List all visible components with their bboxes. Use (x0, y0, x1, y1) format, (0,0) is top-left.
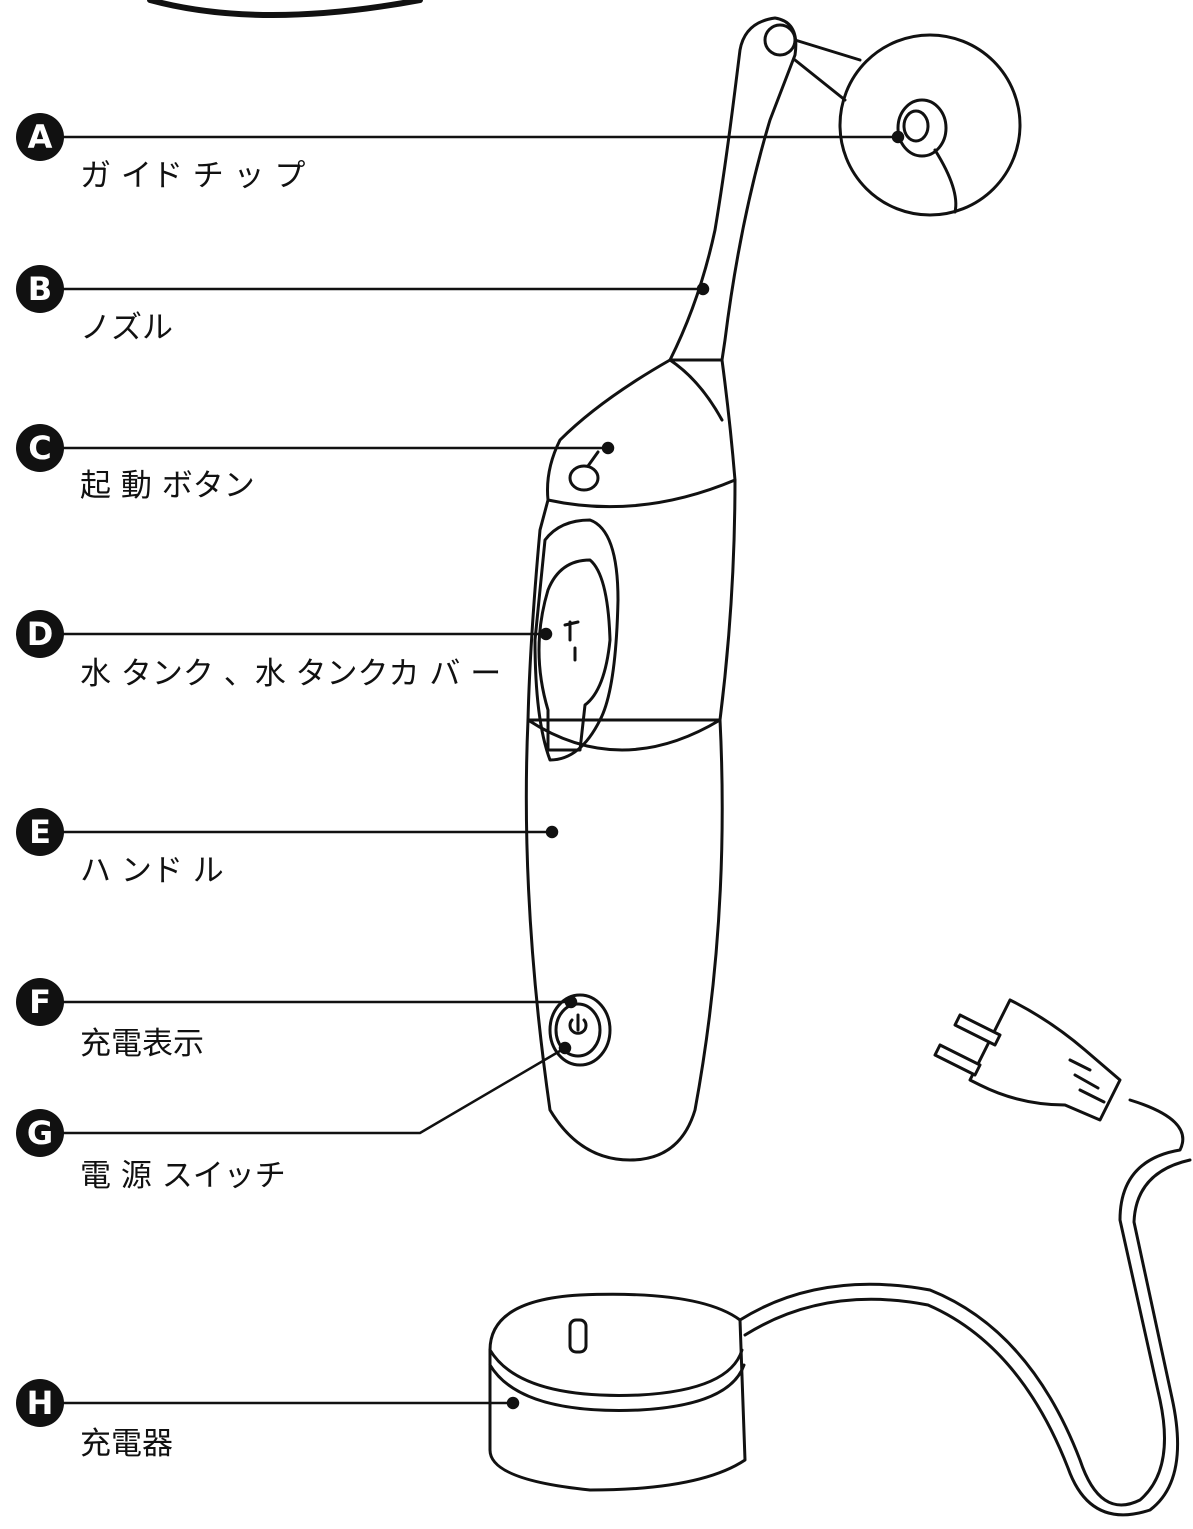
callout-d-badge: D (16, 610, 64, 658)
callout-b-badge: B (16, 265, 64, 313)
cropped-object (147, 0, 423, 18)
guide-tip-detail (896, 98, 948, 158)
callout-a-badge: A (16, 113, 64, 161)
charger (488, 1292, 747, 1492)
charger-pin (568, 1318, 588, 1354)
callout-c-badge: C (16, 424, 64, 472)
power-switch (548, 993, 612, 1067)
callout-h-label: 充電器 (80, 1426, 173, 1462)
callout-g-badge: G (16, 1109, 64, 1157)
callout-e-label: ハ ンド ル (80, 853, 224, 889)
handle (524, 718, 724, 1162)
magnifier-circle (838, 33, 1022, 217)
callout-c-label: 起 動 ボタン (80, 468, 255, 504)
callout-a-label: ガ イド チ ッ プ (80, 158, 306, 194)
plug (968, 998, 1122, 1122)
callout-d-label: 水 タンク 、水 タンクカ バ ー (80, 656, 502, 692)
magnifier-line (793, 38, 862, 102)
plug-prong (953, 1013, 1002, 1047)
nozzle (668, 16, 798, 362)
start-button (568, 464, 600, 492)
callout-f-badge: F (16, 978, 64, 1026)
callout-f-label: 充電表示 (80, 1026, 204, 1062)
plug-prong (933, 1043, 982, 1077)
callout-g-label: 電 源 スイッチ (80, 1158, 286, 1194)
nozzle-tip (763, 23, 797, 57)
handle-upper (526, 358, 737, 722)
water-tank (537, 558, 612, 752)
callout-e-badge: E (16, 808, 64, 856)
power-cord (738, 1098, 1185, 1507)
callout-h-badge: H (16, 1379, 64, 1427)
water-tank-cover (533, 518, 620, 762)
callout-b-label: ノズル (80, 310, 173, 346)
